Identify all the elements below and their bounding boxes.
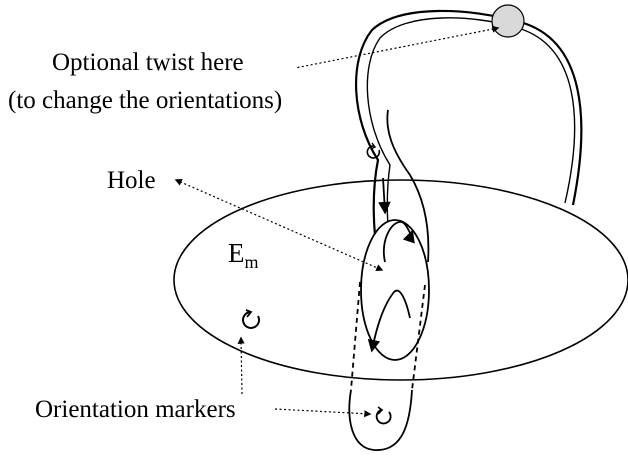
orientation-marker-top-icon xyxy=(366,142,381,159)
hole-leader xyxy=(174,179,384,271)
surface-label: Em xyxy=(228,238,259,272)
surface-ellipse xyxy=(173,179,628,381)
orientation-marker-lower-icon xyxy=(375,406,392,425)
twist-label-line2: (to change the orientations) xyxy=(8,87,282,114)
orientation-markers-label: Orientation markers xyxy=(35,396,236,423)
orientation-marker-surface-icon xyxy=(242,309,261,329)
twist-leader xyxy=(294,25,500,69)
lower-band-lobe xyxy=(348,389,413,451)
markers-leader-right xyxy=(274,408,372,418)
handle-down-arrow xyxy=(378,177,391,215)
surface-label-main: E xyxy=(228,238,245,268)
twist-label-line1: Optional twist here xyxy=(52,49,244,76)
surface-label-sub: m xyxy=(245,252,259,272)
hole-curve-lower xyxy=(367,289,411,353)
markers-leader-up xyxy=(237,336,245,395)
hole-curve-upper xyxy=(382,221,415,263)
twist-marker xyxy=(491,4,525,38)
handle-band xyxy=(354,9,583,271)
dashed-edge-left xyxy=(350,281,361,391)
hole-label: Hole xyxy=(107,167,156,194)
